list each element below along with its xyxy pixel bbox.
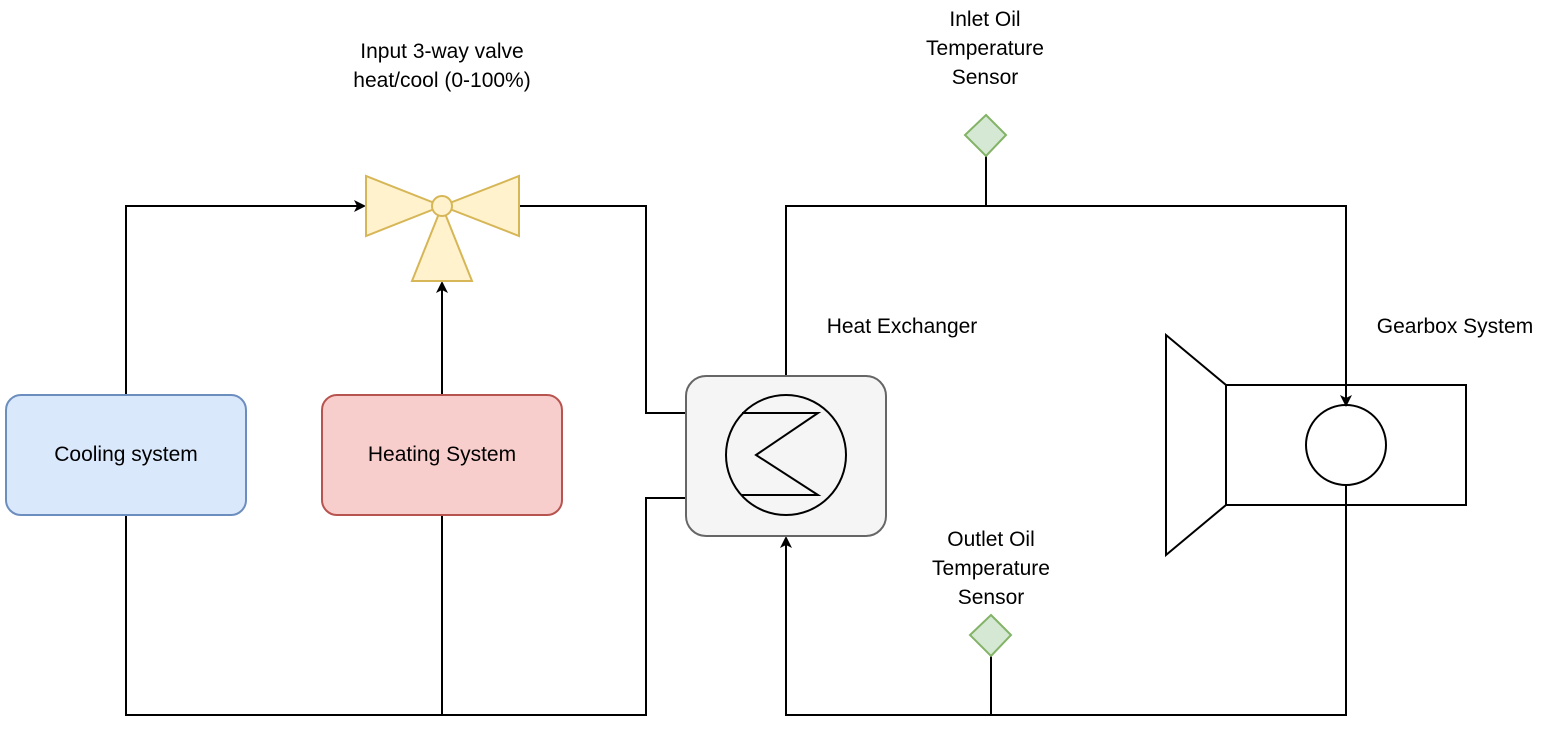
cooling-return-connector bbox=[125, 492, 744, 716]
cooling-to-valve-connector bbox=[125, 200, 366, 395]
gearbox-system-label: Gearbox System bbox=[1376, 315, 1534, 338]
three-way-valve-icon bbox=[365, 174, 520, 282]
three-way-valve-label: Input 3-way valve heat/cool (0-100%) bbox=[353, 40, 531, 92]
heat-exchanger-label: Heat Exchanger bbox=[826, 315, 978, 338]
cooling-system-box bbox=[5, 394, 247, 516]
gearbox-system-icon bbox=[1165, 332, 1467, 558]
outlet-oil-temperature-sensor-icon bbox=[968, 613, 1013, 658]
cooling-system-label: Cooling system bbox=[54, 443, 198, 466]
oil-inlet-connector bbox=[785, 205, 1352, 407]
inlet-oil-temperature-sensor-label: Inlet Oil Temperature Sensor bbox=[926, 8, 1044, 89]
oil-outlet-connector bbox=[780, 486, 1347, 716]
heat-exchanger-icon bbox=[725, 394, 847, 516]
heat-exchanger-box bbox=[685, 375, 887, 537]
heating-system-box bbox=[321, 394, 563, 516]
heating-system-label: Heating System bbox=[367, 443, 517, 466]
outlet-oil-temperature-sensor-label: Outlet Oil Temperature Sensor bbox=[932, 528, 1050, 609]
inlet-oil-temperature-sensor-icon bbox=[963, 113, 1008, 158]
